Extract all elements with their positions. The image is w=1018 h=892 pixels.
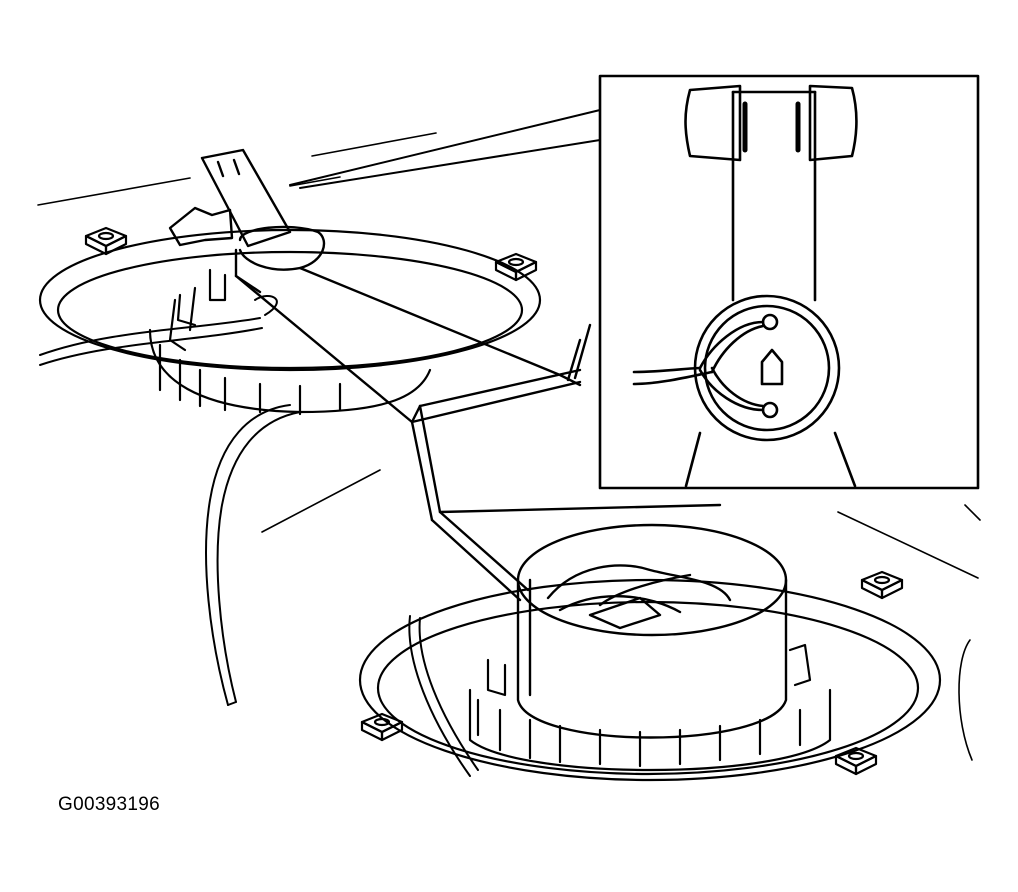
nut-3	[860, 570, 904, 600]
fastener-nuts	[84, 226, 904, 776]
leader-lines	[289, 109, 601, 189]
right-pump-mount	[358, 578, 942, 782]
right-pump-cup	[516, 523, 788, 739]
right-pump-wire	[408, 615, 479, 777]
nut-2	[494, 252, 538, 282]
nut-1	[84, 226, 128, 256]
nut-4	[360, 712, 404, 742]
tool-bar	[168, 148, 722, 602]
surface-lines	[37, 132, 981, 761]
detail-inset	[598, 74, 980, 490]
figure-id-label: G00393196	[58, 794, 161, 815]
left-pump-wires	[39, 295, 301, 706]
nut-5	[834, 746, 878, 776]
